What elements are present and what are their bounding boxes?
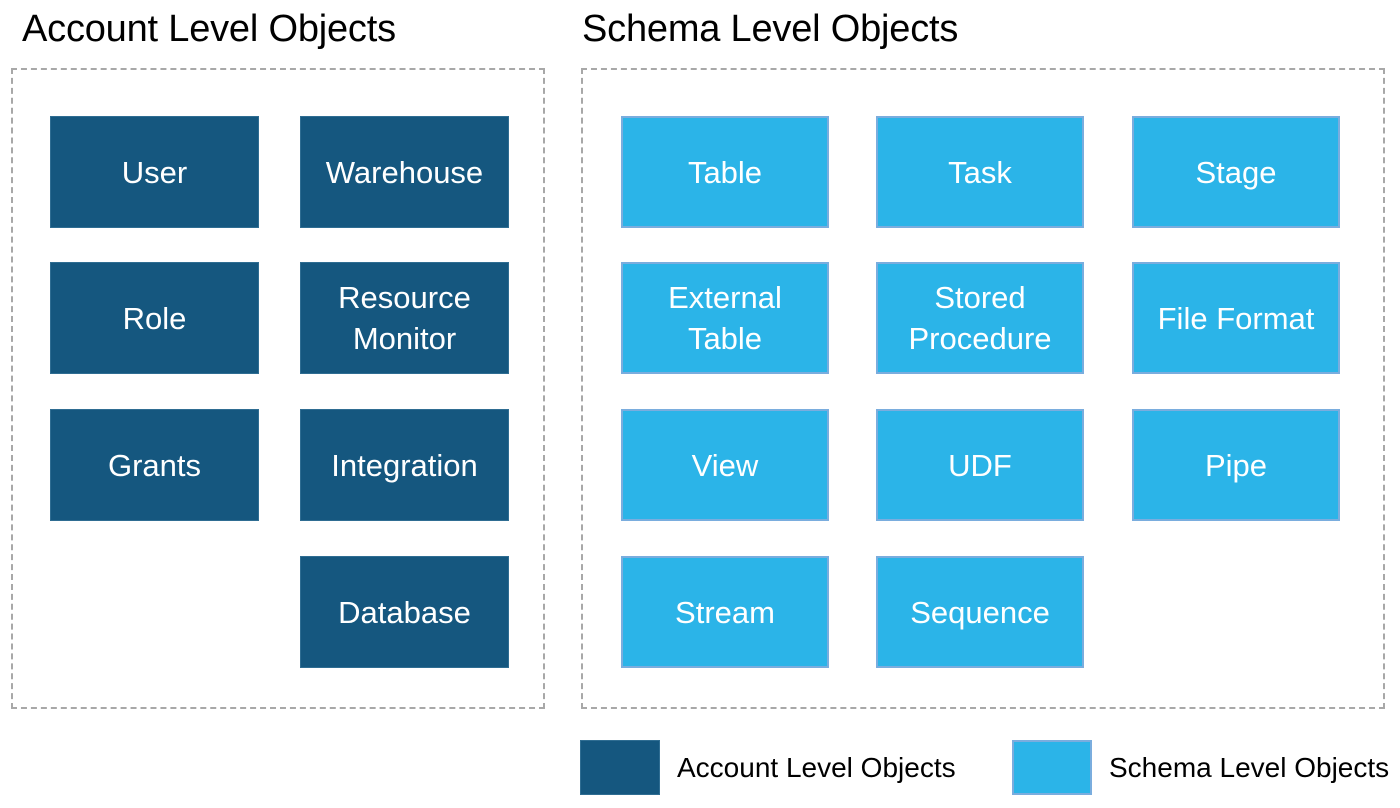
legend-item-account-level: Account Level Objects [580,740,956,795]
node-udf[interactable]: UDF [876,409,1084,521]
node-user[interactable]: User [50,116,259,228]
node-warehouse[interactable]: Warehouse [300,116,509,228]
legend-swatch-schema-level [1012,740,1092,795]
node-role[interactable]: Role [50,262,259,374]
node-pipe[interactable]: Pipe [1132,409,1340,521]
group-container-schema-level [581,68,1385,709]
group-container-account-level [11,68,545,709]
node-resource-monitor[interactable]: Resource Monitor [300,262,509,374]
page-title-account-level: Account Level Objects [22,8,396,50]
node-file-format[interactable]: File Format [1132,262,1340,374]
node-stored-procedure[interactable]: Stored Procedure [876,262,1084,374]
node-integration[interactable]: Integration [300,409,509,521]
legend-label-account-level: Account Level Objects [677,751,956,783]
legend-swatch-account-level [580,740,660,795]
node-view[interactable]: View [621,409,829,521]
node-grants[interactable]: Grants [50,409,259,521]
node-sequence[interactable]: Sequence [876,556,1084,668]
legend: Account Level Objects Schema Level Objec… [0,730,1400,808]
legend-item-schema-level: Schema Level Objects [1012,740,1389,795]
node-external-table[interactable]: External Table [621,262,829,374]
node-stage[interactable]: Stage [1132,116,1340,228]
node-table[interactable]: Table [621,116,829,228]
legend-label-schema-level: Schema Level Objects [1109,751,1390,783]
node-stream[interactable]: Stream [621,556,829,668]
node-database[interactable]: Database [300,556,509,668]
node-task[interactable]: Task [876,116,1084,228]
page-title-schema-level: Schema Level Objects [582,8,959,50]
